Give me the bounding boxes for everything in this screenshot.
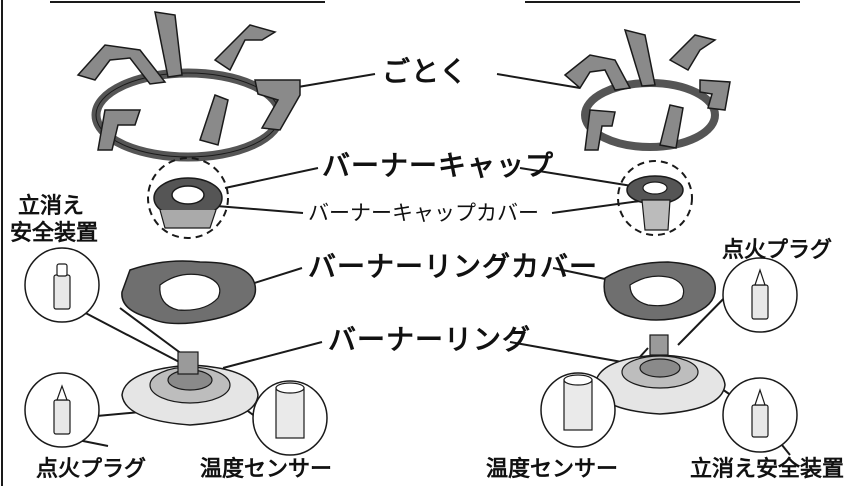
label-burner-cap-cover: バーナーキャップカバー	[308, 201, 539, 225]
label-flame-failure-left-line1: 立消え	[18, 194, 85, 219]
label-gotoku: ごとく	[382, 55, 469, 88]
leader-gotoku-left	[291, 73, 376, 89]
leader-ringcover-left	[247, 267, 303, 286]
burner-cap-right	[617, 160, 693, 236]
burner-ring-left	[121, 351, 259, 426]
label-ignition-plug-left: 点火プラグ	[36, 457, 147, 482]
label-burner-ring-cover: バーナーリングカバー	[308, 250, 599, 283]
label-burner-ring: バーナーリング	[328, 323, 532, 356]
gotoku-left	[76, 11, 301, 162]
callout-temp-sensor-right	[540, 372, 616, 448]
leader-gotoku-right	[496, 73, 581, 89]
leader-ring-left	[222, 341, 323, 369]
leader-flame-failure-left	[75, 307, 186, 366]
burner-ring-right	[594, 334, 726, 415]
burner-ring-cover-left	[121, 260, 257, 325]
leader-cap-left	[224, 167, 319, 189]
label-flame-failure-right: 立消え安全装置	[690, 457, 845, 482]
burner-ring-cover-right	[603, 261, 717, 321]
label-temp-sensor-right: 温度センサー	[486, 457, 619, 482]
label-temp-sensor-left: 温度センサー	[200, 457, 333, 482]
label-flame-failure-left-line2: 安全装置	[10, 221, 99, 246]
callout-temp-sensor-left	[252, 380, 328, 456]
leader-capcover-left	[203, 204, 304, 214]
leader-flame-failure-left-b	[119, 307, 191, 361]
label-ignition-plug-right: 点火プラグ	[722, 238, 833, 263]
callout-ignition-right	[722, 257, 798, 333]
leader-ring-right	[509, 341, 623, 363]
leader-cap-right	[519, 167, 633, 187]
label-burner-cap: バーナーキャップ	[322, 149, 555, 182]
burner-cap-left	[147, 157, 229, 239]
callout-ignition-left	[24, 372, 100, 448]
callout-flame-failure-right	[722, 377, 798, 453]
gotoku-right	[563, 28, 731, 151]
callout-flame-failure-left	[24, 247, 100, 323]
leader-ringcover-right	[552, 267, 611, 281]
